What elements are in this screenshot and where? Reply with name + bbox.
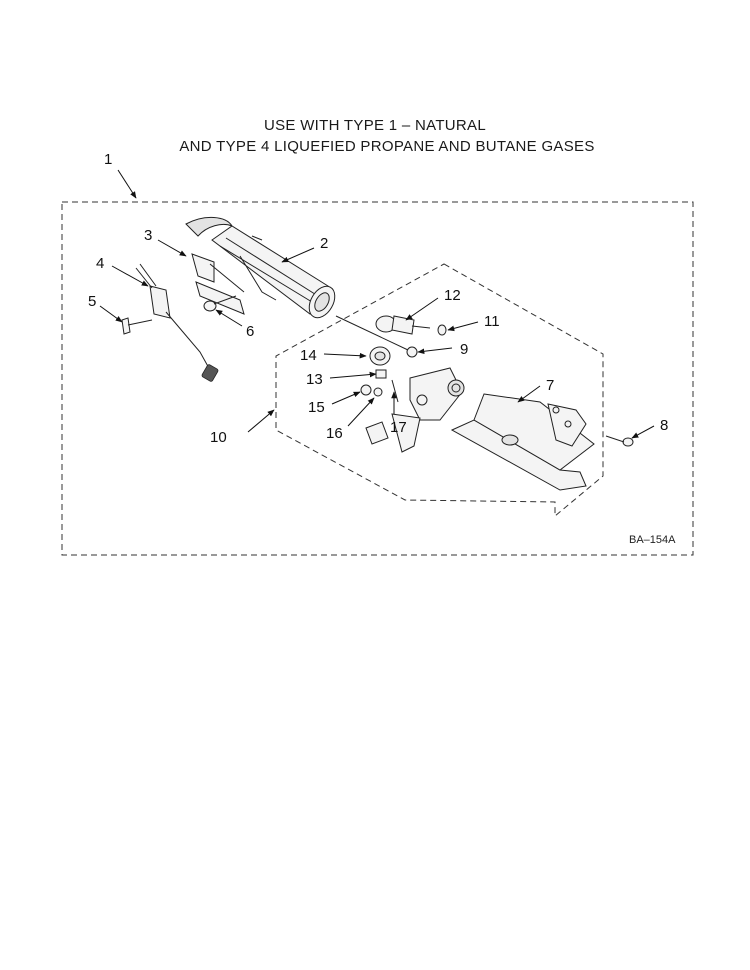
leader-4 (111, 265, 149, 287)
leader-8 (631, 425, 655, 439)
diagram-code: BA–154A (629, 534, 676, 546)
valve-mounting-plate-part (450, 393, 595, 491)
alignment-line (335, 315, 409, 351)
valve-coil-part (369, 346, 391, 366)
leader-5 (99, 305, 123, 323)
leader-6 (215, 309, 243, 327)
callout-5: 5 (88, 293, 96, 310)
callout-1: 1 (104, 151, 112, 168)
screw-part-11 (437, 324, 447, 336)
leader-1 (117, 169, 137, 199)
washer-part (373, 387, 383, 397)
callout-10: 10 (210, 429, 227, 446)
callout-11: 11 (484, 313, 500, 330)
screw-part-8 (605, 435, 634, 447)
subassembly-boundary-valve (275, 263, 604, 518)
callout-8: 8 (660, 417, 668, 434)
leader-15 (331, 391, 361, 405)
callout-15: 15 (308, 399, 325, 416)
callout-3: 3 (144, 227, 152, 244)
diagram-title-line-1: USE WITH TYPE 1 – NATURAL (264, 117, 486, 134)
clip-part (375, 369, 387, 379)
leader-10 (247, 409, 275, 433)
callout-7: 7 (546, 377, 554, 394)
leader-3 (157, 239, 187, 257)
mounting-bracket-part (191, 253, 245, 315)
spring-part (391, 379, 399, 403)
callout-12: 12 (444, 287, 461, 304)
leader-9 (417, 347, 453, 355)
diagram-title-line-2: AND TYPE 4 LIQUEFIED PROPANE AND BUTANE … (179, 138, 595, 155)
leader-16 (347, 397, 375, 427)
screw-part-5 (121, 317, 153, 335)
callout-17: 17 (390, 419, 407, 436)
orifice-part (406, 346, 418, 358)
leader-11 (447, 321, 479, 332)
leader-14 (323, 352, 367, 359)
callout-14: 14 (300, 347, 317, 364)
leader-12 (405, 297, 439, 321)
nut-part (360, 384, 372, 396)
gas-valve-part (365, 367, 465, 453)
igniter-part (135, 263, 219, 382)
valve-bracket-part (375, 315, 431, 335)
leader-13 (329, 371, 377, 379)
callout-2: 2 (320, 235, 328, 252)
assembly-boundary-outer (61, 201, 694, 556)
callout-13: 13 (306, 371, 323, 388)
leader-7 (517, 385, 541, 403)
leader-2 (281, 247, 315, 263)
burner-tube-part (185, 217, 336, 319)
callout-9: 9 (460, 341, 468, 358)
callout-4: 4 (96, 255, 104, 272)
screw-part-6 (203, 295, 237, 312)
callout-16: 16 (326, 425, 343, 442)
callout-6: 6 (246, 323, 254, 340)
